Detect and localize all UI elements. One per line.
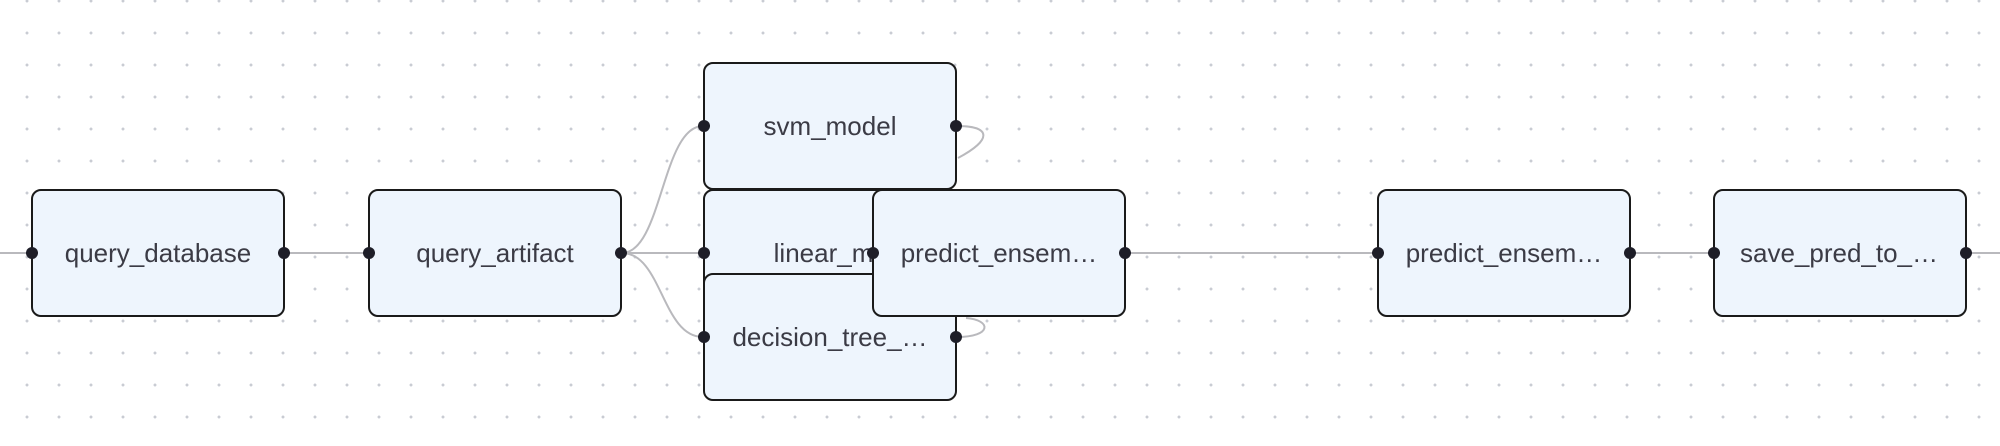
- node-label: save_pred_to_db: [1740, 237, 1940, 268]
- output-port[interactable]: [950, 331, 962, 343]
- input-port[interactable]: [698, 120, 710, 132]
- node-predict-ensemble-2[interactable]: predict_ensem…: [1372, 189, 1636, 317]
- input-port[interactable]: [867, 247, 879, 259]
- output-port[interactable]: [615, 247, 627, 259]
- input-port[interactable]: [698, 247, 710, 259]
- output-port[interactable]: [1624, 247, 1636, 259]
- edge-query-artifact-to-decision-tree: [621, 252, 704, 338]
- input-port[interactable]: [26, 247, 38, 259]
- node-label: query_artifact: [416, 237, 574, 268]
- input-port[interactable]: [698, 331, 710, 343]
- node-predict-ensemble-1[interactable]: predict_ensem…: [867, 189, 1131, 317]
- input-port[interactable]: [363, 247, 375, 259]
- node-label: predict_ensem…: [1405, 237, 1603, 268]
- output-port[interactable]: [950, 120, 962, 132]
- node-query-artifact[interactable]: query_artifact: [363, 189, 627, 317]
- node-save-pred-to-db[interactable]: save_pred_to_db: [1708, 189, 1972, 317]
- output-port[interactable]: [1119, 247, 1131, 259]
- edge-query-artifact-to-svm-model: [621, 125, 704, 254]
- input-port[interactable]: [1372, 247, 1384, 259]
- node-query-database[interactable]: query_database: [26, 189, 290, 317]
- node-label: svm_model: [763, 110, 897, 141]
- node-label: query_database: [64, 237, 252, 268]
- output-port[interactable]: [1960, 247, 1972, 259]
- edge-svm-model-loop: [956, 125, 985, 159]
- node-decision-tree[interactable]: decision_tree_…: [698, 273, 962, 401]
- node-label: predict_ensem…: [900, 237, 1098, 268]
- node-label: decision_tree_…: [732, 321, 928, 352]
- input-port[interactable]: [1708, 247, 1720, 259]
- output-port[interactable]: [278, 247, 290, 259]
- node-svm-model[interactable]: svm_model: [698, 62, 962, 190]
